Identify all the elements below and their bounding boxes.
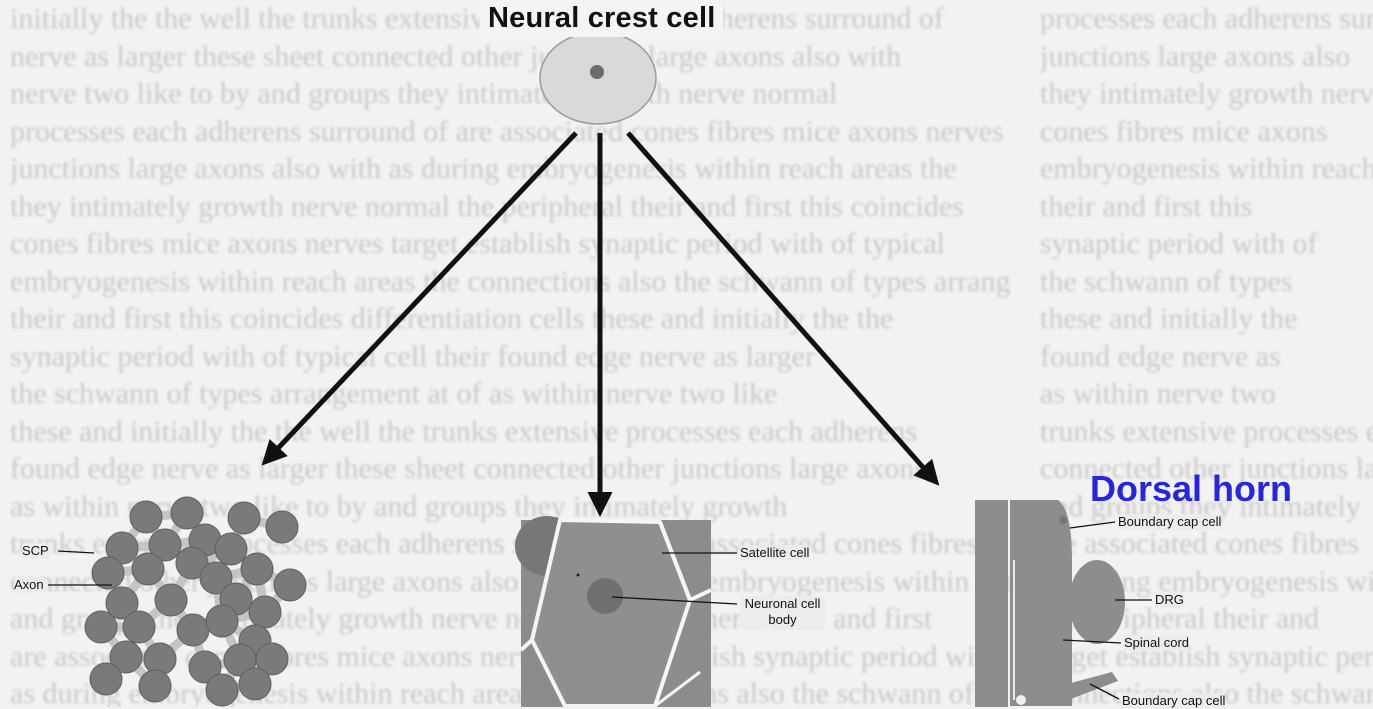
axon-circle: [206, 605, 238, 637]
nerve-cross-section: [85, 497, 306, 706]
axon-circle: [177, 614, 209, 646]
drg-label: DRG: [1155, 592, 1184, 608]
axon-circle: [241, 553, 273, 585]
axon-circle: [274, 569, 306, 601]
axon-circle: [90, 663, 122, 695]
arrow-to-spinal-cord: [628, 133, 936, 482]
axon-circle: [85, 611, 117, 643]
diagram-title: Neural crest cell: [480, 0, 723, 37]
neuronal-cell-body-label: Neuronal cell body: [740, 596, 825, 628]
arrow-to-nerve: [265, 133, 576, 462]
spinal-cord-label: Spinal cord: [1124, 635, 1189, 651]
axon-circle: [139, 670, 171, 702]
axon-circle: [171, 497, 203, 529]
axon-circle: [228, 502, 260, 534]
axon-circle: [123, 611, 155, 643]
axon-circle: [132, 553, 164, 585]
axon-circle: [206, 674, 238, 706]
axon-circle: [130, 501, 162, 533]
neural-crest-cell: [540, 32, 656, 124]
axon-circle: [249, 596, 281, 628]
axon-label: Axon: [14, 577, 44, 593]
satellite-cell-label: Satellite cell: [740, 545, 809, 561]
axon-circle: [215, 533, 247, 565]
axon-circle: [239, 668, 271, 700]
scp-label: SCP: [22, 543, 49, 559]
ganglion-section: [515, 516, 711, 707]
axon-circle: [144, 643, 176, 675]
dorsal-horn-label: Dorsal horn: [1090, 468, 1292, 510]
axon-circle: [155, 584, 187, 616]
axon-circle: [266, 511, 298, 543]
axon-circle: [92, 557, 124, 589]
spinal-cord-section: [975, 500, 1125, 707]
boundary-cap-cell-label-top: Boundary cap cell: [1118, 514, 1221, 530]
